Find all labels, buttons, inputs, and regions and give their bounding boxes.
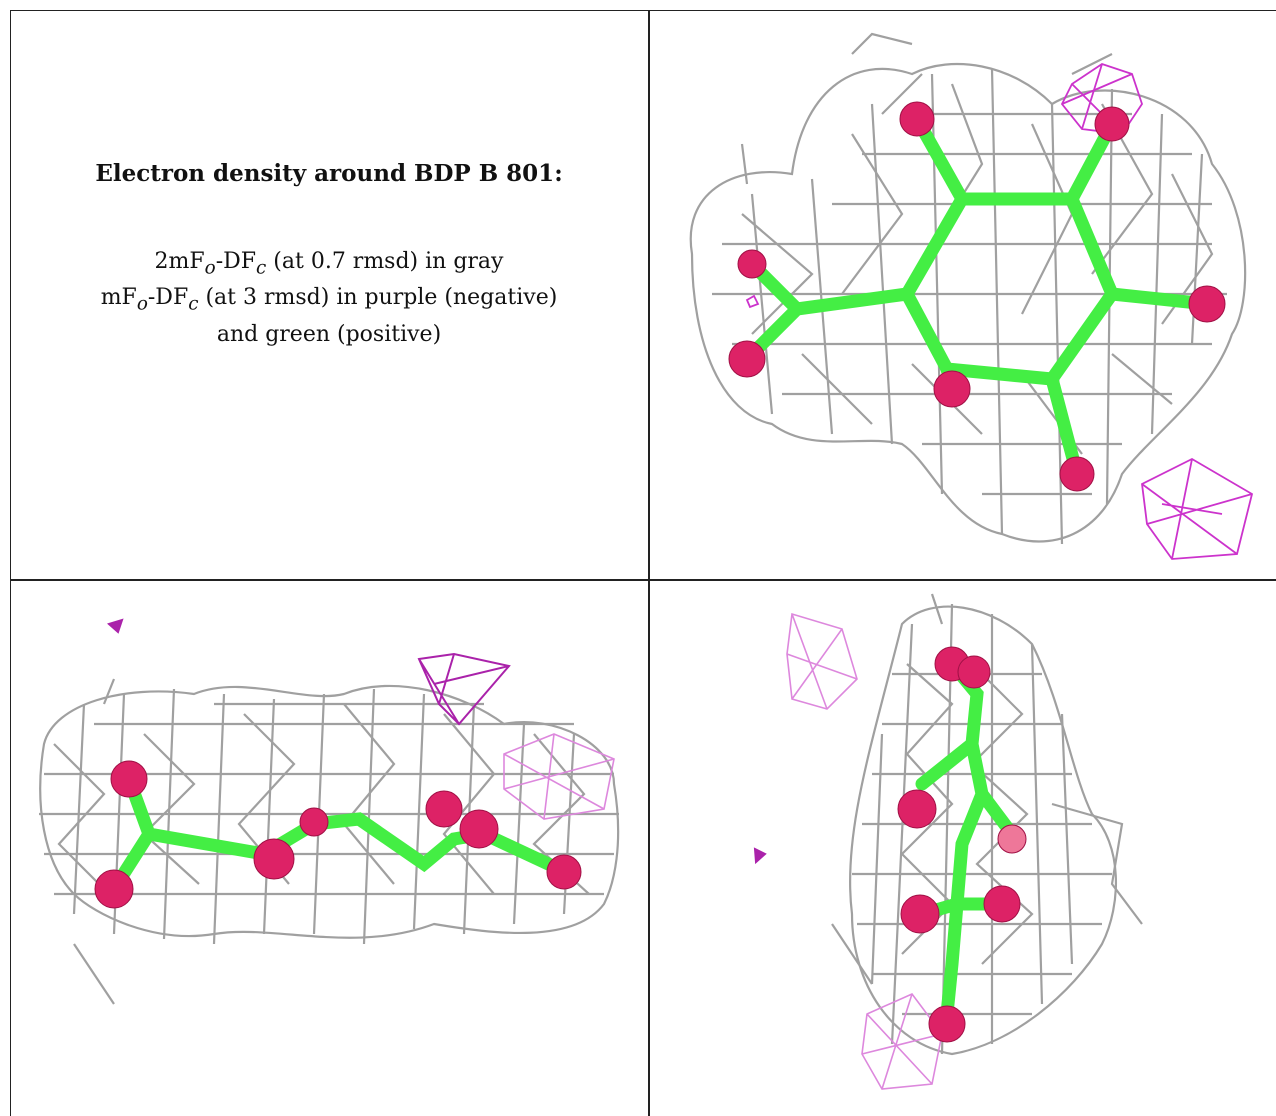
figure-frame bbox=[10, 10, 1276, 1116]
caption-line-2: mFo-DFc (at 3 rmsd) in purple (negative) bbox=[100, 285, 558, 315]
oxygen-atom bbox=[737, 249, 767, 279]
oxygen-atom bbox=[546, 854, 582, 890]
oxygen-atom bbox=[983, 885, 1021, 923]
grid-divider-horizontal bbox=[10, 579, 1276, 581]
oxygen-atom bbox=[299, 807, 329, 837]
oxygen-atom bbox=[928, 1005, 966, 1043]
density-view-edge-on bbox=[39, 618, 620, 1005]
oxygen-atoms bbox=[897, 646, 1027, 1043]
purple-negative-density bbox=[107, 618, 511, 726]
panel-bottom-left bbox=[14, 584, 646, 1114]
purple-negative-density-small bbox=[753, 847, 767, 865]
panel-top-right bbox=[652, 14, 1272, 576]
ligand-bonds bbox=[915, 657, 1019, 1021]
oxygen-atom bbox=[1188, 285, 1226, 323]
oxygen-atom bbox=[94, 869, 134, 909]
oxygen-atom bbox=[728, 340, 766, 378]
caption-line-3: and green (positive) bbox=[216, 321, 442, 347]
oxygen-atom bbox=[1059, 456, 1095, 492]
panel-bottom-right bbox=[652, 584, 1272, 1114]
oxygen-atom bbox=[997, 824, 1027, 854]
figure-caption: Electron density around BDP B 801: 2mFo-… bbox=[20, 160, 638, 350]
grid-divider-vertical bbox=[648, 10, 650, 1116]
density-view-end-on bbox=[753, 593, 1143, 1090]
oxygen-atoms bbox=[94, 760, 582, 909]
ligand-bonds bbox=[740, 112, 1214, 481]
oxygen-atoms bbox=[728, 101, 1226, 492]
caption-title: Electron density around BDP B 801: bbox=[95, 160, 563, 187]
gray-density-mesh bbox=[39, 678, 620, 1005]
oxygen-atom bbox=[899, 101, 935, 137]
oxygen-atom bbox=[253, 838, 295, 880]
oxygen-atom bbox=[1094, 106, 1130, 142]
oxygen-atom bbox=[933, 370, 971, 408]
caption-line-1: 2mFo-DFc (at 0.7 rmsd) in gray bbox=[154, 249, 504, 279]
oxygen-atom bbox=[897, 789, 937, 829]
oxygen-atom bbox=[459, 809, 499, 849]
purple-negative-density bbox=[786, 612, 943, 1090]
oxygen-atom bbox=[110, 760, 148, 798]
oxygen-atom bbox=[957, 655, 991, 689]
oxygen-atom bbox=[900, 894, 940, 934]
gray-density-mesh bbox=[831, 593, 1143, 1056]
purple-negative-density-light bbox=[503, 733, 615, 820]
oxygen-atom bbox=[425, 790, 463, 828]
purple-negative-density bbox=[745, 63, 1254, 560]
density-view-face-on bbox=[689, 32, 1254, 560]
